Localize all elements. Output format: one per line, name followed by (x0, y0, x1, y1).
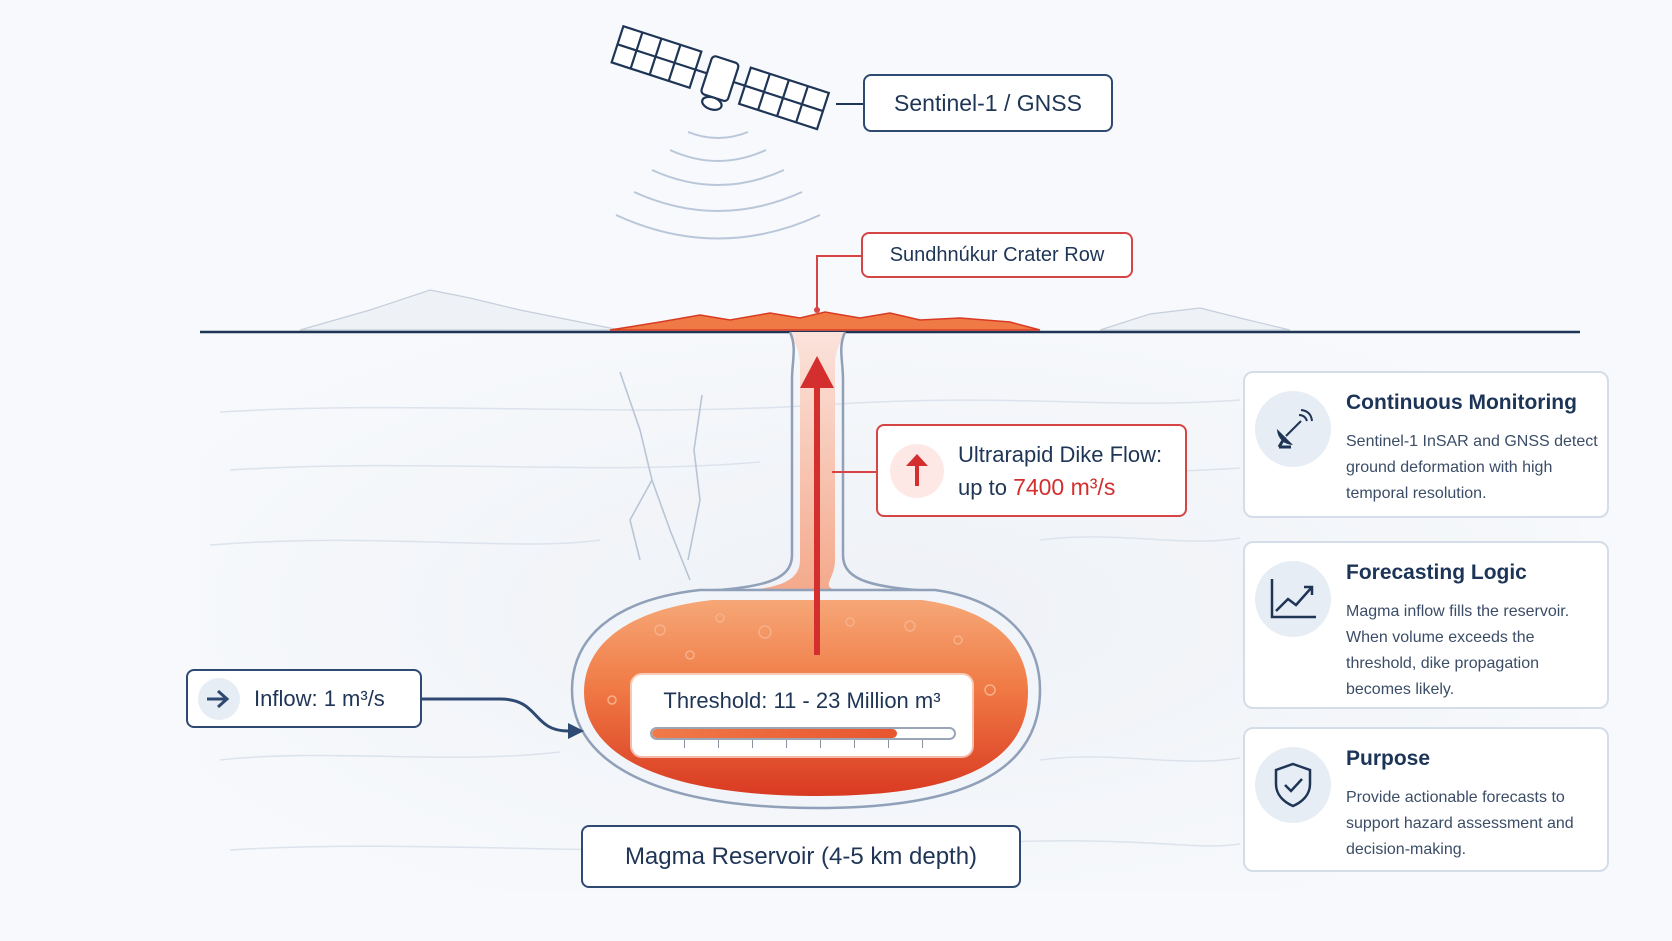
threshold-tick (854, 740, 855, 748)
threshold-panel: Threshold: 11 - 23 Million m³ (632, 675, 972, 756)
ground-cracks (619, 371, 703, 581)
satellite-icon (610, 24, 831, 131)
crater-row-label: Sundhnúkur Crater Row (861, 232, 1133, 278)
threshold-tick (717, 740, 719, 748)
shield-check-icon (1255, 747, 1331, 823)
distant-mountains (299, 289, 1291, 331)
card-forecasting-logic: Forecasting Logic Magma inflow fills the… (1243, 541, 1609, 709)
dike-flow-value: 7400 m³/s (1013, 473, 1116, 500)
threshold-tick (888, 740, 889, 748)
dike-flow-line2: up to 7400 m³/s (958, 471, 1162, 504)
crater-connector (816, 255, 861, 308)
dike-flow-line1: Ultrarapid Dike Flow: (958, 441, 1163, 467)
inflow-label-text: Inflow: 1 m³/s (254, 685, 385, 711)
dike-conduit (720, 332, 860, 592)
reservoir-label: Magma Reservoir (4-5 km depth) (581, 825, 1021, 888)
card-body: Sentinel-1 InSAR and GNSS detect ground … (1346, 433, 1598, 502)
card-title: Purpose (1346, 747, 1431, 770)
card-body: Provide actionable forecasts to support … (1346, 789, 1574, 858)
threshold-tick (683, 740, 685, 748)
satellite-dish-icon (1255, 391, 1331, 467)
crater-row-label-text: Sundhnúkur Crater Row (889, 243, 1105, 266)
card-continuous-monitoring: Continuous Monitoring Sentinel-1 InSAR a… (1243, 371, 1609, 518)
threshold-tick (921, 740, 923, 748)
threshold-progress-bar (650, 727, 956, 740)
inflow-arrowhead (568, 723, 584, 739)
threshold-label: Threshold: 11 - 23 Million m³ (663, 688, 941, 713)
inflow-label: Inflow: 1 m³/s (186, 669, 422, 728)
threshold-ticks (650, 740, 956, 748)
dike-flow-prefix: up to (958, 474, 1007, 500)
satellite-label-text: Sentinel-1 / GNSS (894, 89, 1082, 116)
up-arrow-icon (890, 443, 944, 498)
threshold-progress-fill (652, 729, 897, 738)
dike-flow-label: Ultrarapid Dike Flow: up to 7400 m³/s (876, 424, 1187, 517)
crater-connector-dot (814, 307, 820, 313)
signal-waves (615, 131, 821, 240)
surface-lava-fissure (609, 311, 1041, 331)
dike-wall-left (689, 331, 795, 594)
inflow-arrow (422, 697, 575, 733)
card-body: Magma inflow fills the reservoir. When v… (1346, 603, 1570, 698)
dike-wall-right (840, 331, 946, 594)
reservoir-label-text: Magma Reservoir (4-5 km depth) (624, 842, 978, 870)
dike-flow-arrowhead (800, 356, 834, 388)
threshold-tick (752, 740, 753, 748)
trend-chart-icon (1255, 561, 1331, 637)
card-purpose: Purpose Provide actionable forecasts to … (1243, 727, 1609, 872)
satellite-label: Sentinel-1 / GNSS (863, 74, 1113, 132)
right-arrow-icon (198, 677, 240, 720)
threshold-tick (820, 740, 821, 748)
card-title: Forecasting Logic (1346, 561, 1527, 584)
magma-bubbles (607, 613, 996, 705)
card-title: Continuous Monitoring (1346, 391, 1577, 414)
threshold-tick (785, 740, 787, 748)
